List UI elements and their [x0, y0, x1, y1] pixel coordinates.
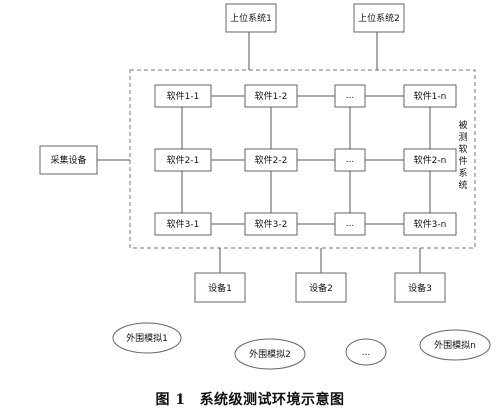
system-label-char: 软 [458, 143, 467, 155]
software-node-label: 软件2-n [414, 154, 447, 166]
figure-title: 系统级测试环境示意图 [199, 392, 345, 408]
figure-number: 图 1 [155, 392, 186, 408]
software-node: 软件3-n [403, 212, 457, 236]
device-1-label: 设备1 [208, 282, 232, 294]
system-label-char: 统 [458, 179, 467, 191]
device-3-label: 设备3 [408, 282, 432, 294]
device-3: 设备3 [394, 272, 446, 303]
software-node: 软件3-2 [244, 212, 298, 236]
software-node: 软件1-n [403, 84, 457, 108]
software-node-label: 软件1-2 [255, 90, 288, 102]
upper-system-1-label: 上位系统1 [230, 12, 272, 24]
collector-device-label: 采集设备 [50, 154, 86, 166]
software-node-label: 软件3-n [414, 218, 447, 230]
connectors [97, 32, 431, 273]
upper-system-2: 上位系统2 [353, 3, 405, 33]
device-2: 设备2 [295, 272, 347, 303]
software-node: 软件2-n [403, 148, 457, 172]
external-sim-n: 外围模拟n [419, 329, 491, 361]
upper-system-1: 上位系统1 [225, 3, 277, 33]
software-node-label: ... [346, 219, 355, 229]
software-node-label: 软件2-2 [255, 154, 288, 166]
software-node: 软件3-1 [154, 212, 212, 236]
software-grid: 软件1-1 软件1-2 ... 软件1-n 软件2-1 软件2-2 ... [154, 84, 457, 236]
device-1: 设备1 [194, 272, 246, 303]
software-node: 软件1-1 [154, 84, 212, 108]
system-label-char: 系 [458, 168, 467, 179]
external-sim-ellipsis-label: ... [362, 348, 371, 358]
software-node-label: 软件3-2 [255, 218, 288, 230]
system-label-char: 件 [458, 155, 467, 167]
upper-system-2-label: 上位系统2 [358, 12, 400, 24]
system-under-test-label: 被 测 软 件 系 统 [458, 119, 467, 191]
software-node-ellipsis: ... [334, 84, 366, 108]
software-node-label: ... [346, 155, 355, 165]
software-node-ellipsis: ... [334, 212, 366, 236]
system-label-char: 被 [458, 119, 467, 131]
software-node: 软件1-2 [244, 84, 298, 108]
external-sim-ellipsis: ... [345, 338, 387, 366]
external-sim-1-label: 外围模拟1 [126, 332, 168, 344]
external-sim-1: 外围模拟1 [112, 322, 182, 354]
software-node: 软件2-1 [154, 148, 212, 172]
software-node-label: ... [346, 91, 355, 101]
software-node: 软件2-2 [244, 148, 298, 172]
software-node-label: 软件1-n [414, 90, 447, 102]
external-sim-n-label: 外围模拟n [434, 339, 476, 351]
device-2-label: 设备2 [309, 282, 333, 294]
software-node-label: 软件3-1 [167, 218, 200, 230]
external-sim-2-label: 外围模拟2 [249, 348, 291, 360]
software-node-label: 软件2-1 [167, 154, 200, 166]
external-sim-2: 外围模拟2 [234, 338, 306, 370]
software-node-ellipsis: ... [334, 148, 366, 172]
figure-caption: 图 1 系统级测试环境示意图 [0, 389, 500, 409]
software-node-label: 软件1-1 [167, 90, 200, 102]
collector-device: 采集设备 [39, 145, 98, 175]
system-under-test-boundary [129, 69, 476, 249]
system-label-char: 测 [458, 132, 467, 143]
